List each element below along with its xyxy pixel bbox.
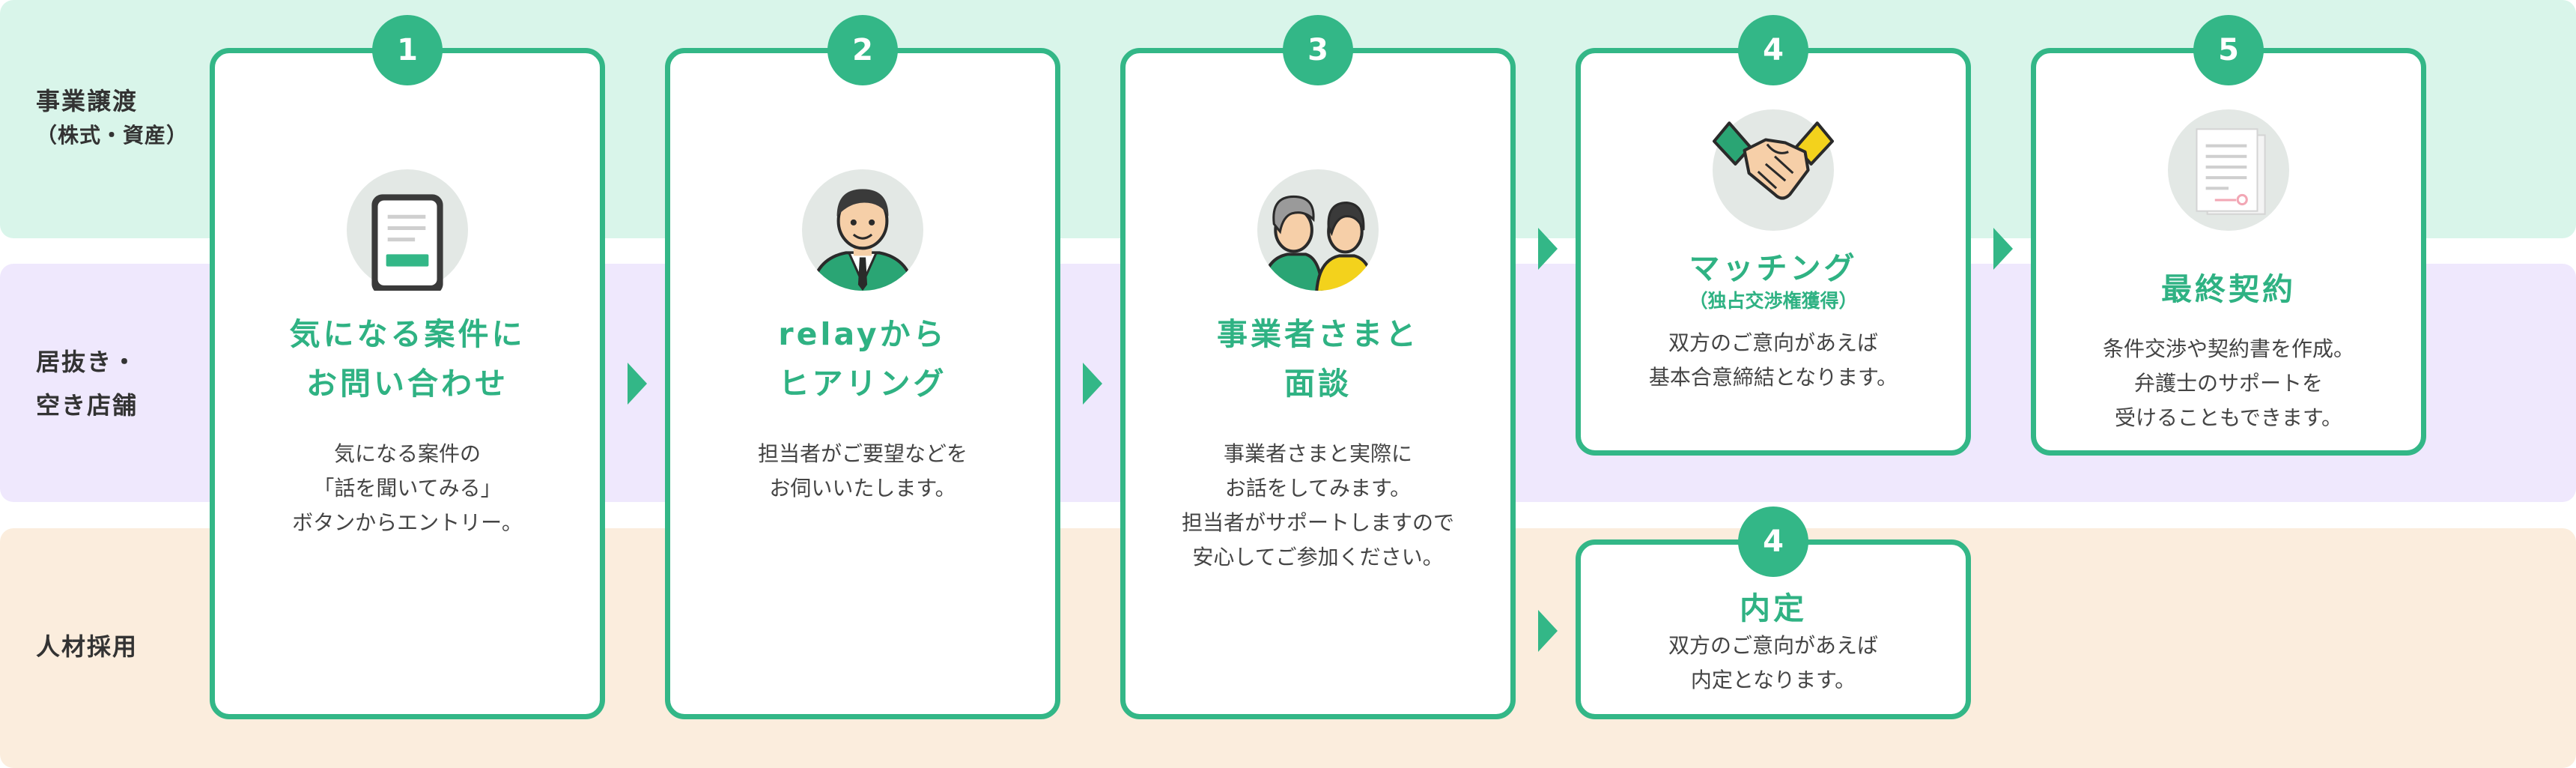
step-description: 担当者がご要望などを お伺いいたします。 xyxy=(670,437,1055,506)
document-icon xyxy=(347,169,468,291)
step-description: 双方のご意向があえば 基本合意締結となります。 xyxy=(1581,326,1966,395)
step-description-line: 事業者さまと実際に xyxy=(1223,441,1412,466)
contract-icon xyxy=(2168,109,2289,231)
staff-person-icon xyxy=(802,169,923,291)
step-card-5-final-contract: 最終契約 条件交渉や契約書を作成。 弁護士のサポートを 受けることもできます。 xyxy=(2031,48,2426,456)
step-description-line: お話をしてみます。 xyxy=(1224,476,1412,501)
step-number-badge: 5 xyxy=(2193,15,2264,85)
step-title-line: relayから xyxy=(778,316,947,352)
step-description: 条件交渉や契約書を作成。 弁護士のサポートを 受けることもできます。 xyxy=(2036,332,2421,435)
step-title-line: 面談 xyxy=(1284,366,1352,402)
step-card-3: 事業者さまと 面談 事業者さまと実際に お話をしてみます。 担当者がサポートしま… xyxy=(1120,48,1516,719)
step-number-badge: 4 xyxy=(1738,15,1808,85)
step-card-1: 気になる案件に お問い合わせ 気になる案件の 「話を聞いてみる」 ボタンからエン… xyxy=(210,48,605,719)
step-card-2: relayから ヒアリング 担当者がご要望などを お伺いいたします。 xyxy=(665,48,1060,719)
step-description: 双方のご意向があえば 内定となります。 xyxy=(1581,629,1966,698)
step-description-line: 受けることもできます。 xyxy=(2114,405,2343,430)
row-sublabel-text: （株式・資産） xyxy=(36,123,189,148)
step-description-line: ボタンからエントリー。 xyxy=(292,510,523,535)
step-title-line: お問い合わせ xyxy=(306,366,508,402)
step-title: 気になる案件に お問い合わせ xyxy=(215,309,600,408)
row-label-line: 空き店舗 xyxy=(36,391,139,420)
step-title: マッチング xyxy=(1689,250,1858,286)
step-description: 気になる案件の 「話を聞いてみる」 ボタンからエントリー。 xyxy=(215,437,600,540)
step-description-line: 弁護士のサポートを xyxy=(2133,371,2323,396)
step-card-4-matching: マッチング （独占交渉権獲得） 双方のご意向があえば 基本合意締結となります。 xyxy=(1576,48,1971,456)
step-title: 内定 xyxy=(1740,590,1807,626)
step-number-badge: 4 xyxy=(1738,507,1808,577)
arrow-right-icon xyxy=(1538,228,1558,270)
row-label-vacant-store: 居抜き・ 空き店舗 xyxy=(36,345,138,423)
step-title: 最終契約 xyxy=(2161,271,2296,307)
row-label-text: 事業譲渡 xyxy=(36,87,139,115)
arrow-right-icon xyxy=(1538,610,1558,652)
step-description-line: 内定となります。 xyxy=(1690,668,1856,692)
step-description-line: 安心してご参加ください。 xyxy=(1192,545,1444,569)
arrow-right-icon xyxy=(628,363,647,405)
row-label-text: 人材採用 xyxy=(36,632,139,661)
step-title: relayから ヒアリング xyxy=(670,309,1055,408)
row-label-business-transfer: 事業譲渡 （株式・資産） xyxy=(36,84,188,153)
step-subtitle: （独占交渉権獲得） xyxy=(1689,290,1858,312)
step-description-line: 条件交渉や契約書を作成。 xyxy=(2102,336,2354,361)
step-description: 事業者さまと実際に お話をしてみます。 担当者がサポートしますので 安心してご参… xyxy=(1126,437,1510,575)
step-title: 事業者さまと 面談 xyxy=(1126,309,1510,408)
arrow-right-icon xyxy=(1083,363,1102,405)
step-number-badge: 1 xyxy=(372,15,443,85)
step-description-line: 双方のご意向があえば xyxy=(1668,633,1878,658)
step-description-line: 双方のご意向があえば xyxy=(1668,330,1878,355)
handshake-icon xyxy=(1713,109,1834,231)
step-description-line: 「話を聞いてみる」 xyxy=(313,476,502,501)
step-title-line: 事業者さまと xyxy=(1217,316,1419,352)
step-description-line: お伺いいたします。 xyxy=(769,476,956,501)
step-title-line: 気になる案件に xyxy=(289,316,526,352)
row-label-recruitment: 人材採用 xyxy=(36,629,138,664)
step-description-line: 担当者がご要望などを xyxy=(757,441,967,466)
row-label-line: 居抜き・ xyxy=(36,348,139,376)
arrow-right-icon xyxy=(1993,228,2013,270)
meeting-people-icon xyxy=(1257,169,1379,291)
step-title-line: ヒアリング xyxy=(778,366,947,402)
step-description-line: 担当者がサポートしますので xyxy=(1181,510,1454,535)
step-number-badge: 2 xyxy=(827,15,898,85)
step-description-line: 基本合意締結となります。 xyxy=(1648,365,1898,390)
step-description-line: 気になる案件の xyxy=(333,441,481,466)
step-number-badge: 3 xyxy=(1283,15,1353,85)
